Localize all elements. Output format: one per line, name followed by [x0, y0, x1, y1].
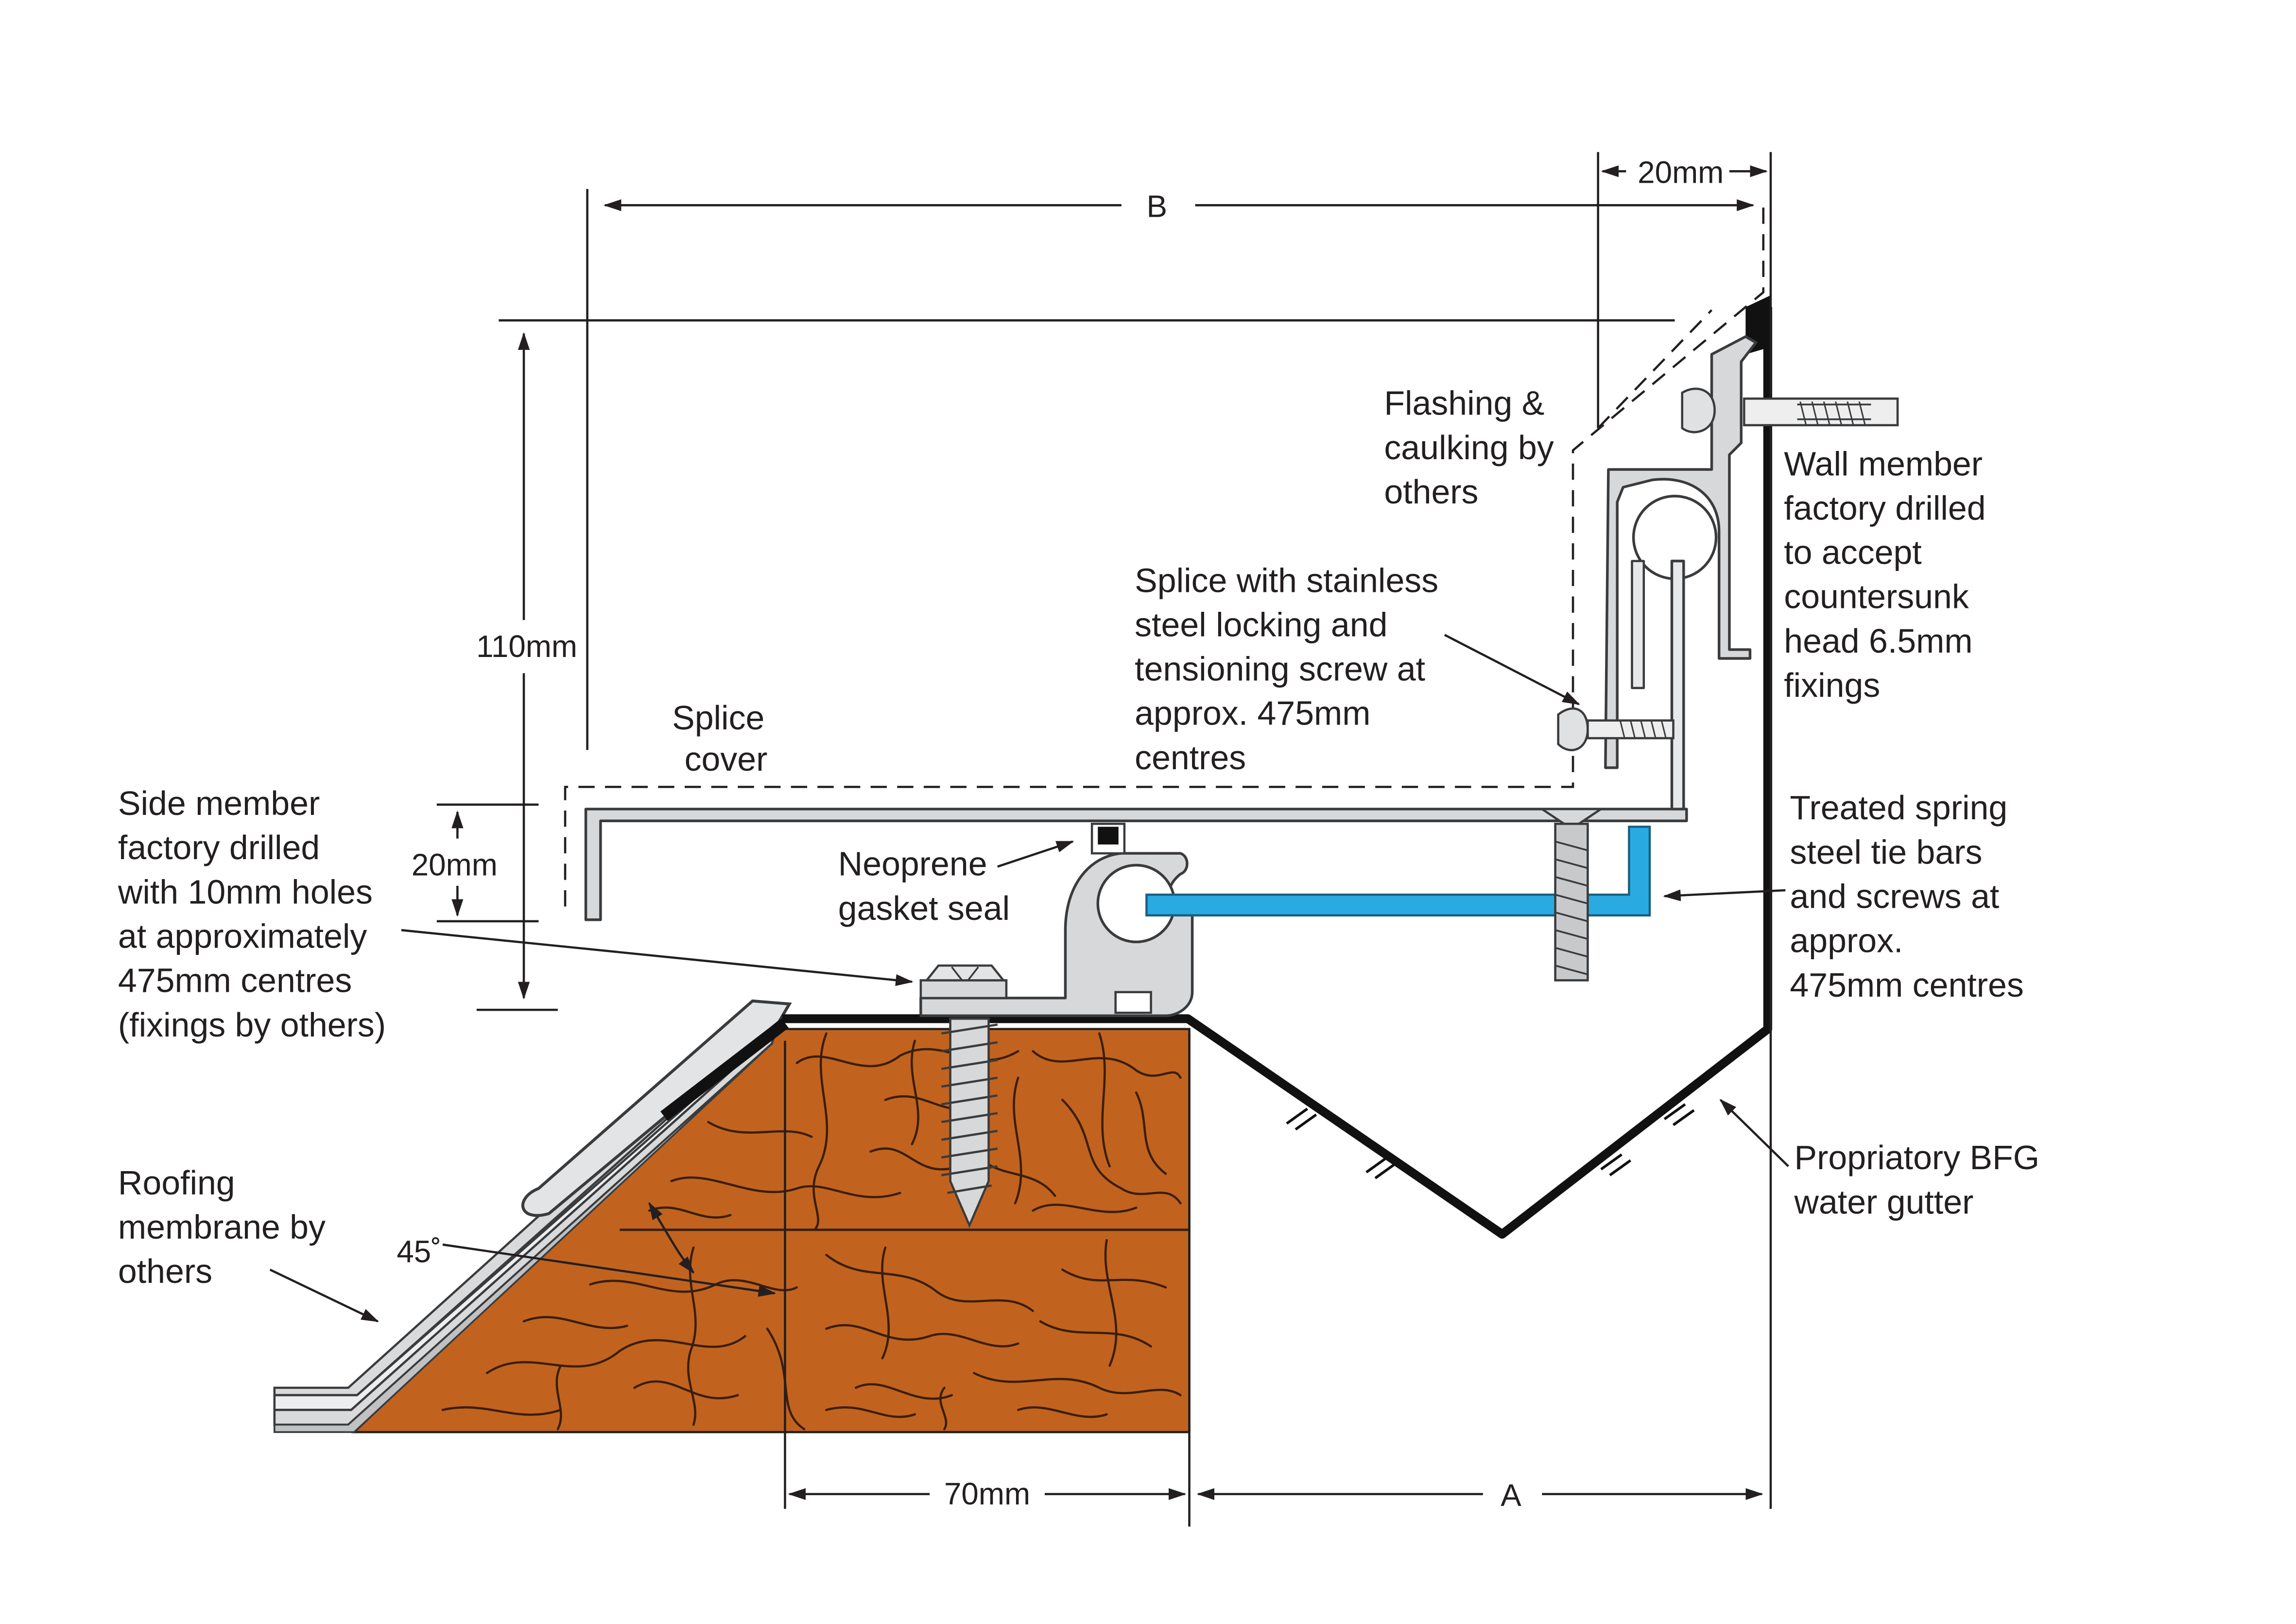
label-tie-bars: Treated spring steel tie bars and screws… — [1790, 789, 2023, 1004]
leader-lines — [269, 634, 1789, 1323]
dimension-20mm-side: 20mm — [412, 847, 498, 882]
label-neoprene-line: gasket seal — [838, 889, 1010, 927]
label-neoprene-line: Neoprene — [838, 845, 987, 883]
dimension-20mm-top: 20mm — [1638, 155, 1724, 190]
label-tie-bars-line: Treated spring — [1790, 789, 2007, 827]
label-splice-screw-line: centres — [1135, 739, 1246, 777]
dimension-lines — [436, 152, 1772, 1527]
label-wall-member-line: factory drilled — [1784, 489, 1985, 527]
label-gutter: Propriatory BFG water gutter — [1794, 1139, 2049, 1221]
label-flashing-line: caulking by — [1384, 429, 1554, 466]
label-wall-member-line: to accept — [1784, 534, 1921, 571]
dimension-b: B — [1146, 189, 1167, 224]
label-neoprene: Neoprene gasket seal — [838, 845, 1010, 927]
label-roofing-line: Roofing — [118, 1164, 235, 1202]
label-splice-screw-line: steel locking and — [1135, 605, 1387, 643]
label-wall-member-line: countersunk — [1784, 578, 1969, 616]
label-splice-cover-line: Splice — [672, 699, 764, 737]
water-gutter — [782, 295, 1772, 1239]
label-tie-bars-line: steel tie bars — [1790, 833, 1982, 871]
label-wall-member-line: fixings — [1784, 666, 1880, 704]
label-flashing-line: Flashing & — [1384, 384, 1544, 422]
label-gutter-line: Propriatory BFG — [1795, 1139, 2040, 1176]
label-tie-bars-line: and screws at — [1790, 877, 1999, 915]
label-tie-bars-line: 475mm centres — [1790, 966, 2023, 1004]
aluminium-profiles — [584, 335, 1899, 1228]
label-gutter-line: water gutter — [1794, 1183, 1974, 1221]
angle-45: 45˚ — [397, 1234, 441, 1269]
label-splice-cover-line: cover — [685, 740, 768, 778]
label-splice-screw: Splice with stainless steel locking and … — [1135, 561, 1448, 777]
label-side-member-line: at approximately — [118, 917, 367, 955]
timber-rafter — [351, 1028, 1191, 1434]
dimension-70mm: 70mm — [944, 1476, 1030, 1511]
label-wall-member-line: head 6.5mm — [1784, 622, 1972, 660]
label-splice-cover: Splice cover — [672, 699, 774, 778]
label-side-member-line: Side member — [118, 784, 320, 822]
label-side-member-line: with 10mm holes — [118, 873, 373, 911]
label-side-member-line: (fixings by others) — [118, 1006, 386, 1044]
label-tie-bars-line: approx. — [1790, 922, 1903, 960]
label-flashing: Flashing & caulking by others — [1384, 384, 1563, 511]
label-roofing-line: others — [118, 1252, 212, 1290]
label-side-member-line: factory drilled — [118, 829, 320, 866]
label-flashing-line: others — [1384, 473, 1478, 511]
label-side-member-line: 475mm centres — [118, 962, 352, 1000]
label-splice-screw-line: approx. 475mm — [1135, 694, 1370, 732]
label-splice-screw-line: tensioning screw at — [1135, 650, 1425, 688]
roofing-membrane — [273, 999, 792, 1433]
dashed-outlines — [564, 207, 1765, 907]
label-side-member: Side member factory drilled with 10mm ho… — [118, 784, 386, 1044]
label-roofing: Roofing membrane by others — [118, 1164, 335, 1290]
label-wall-member-line: Wall member — [1784, 445, 1983, 483]
label-splice-screw-line: Splice with stainless — [1135, 561, 1438, 599]
label-roofing-line: membrane by — [118, 1208, 326, 1246]
label-wall-member: Wall member factory drilled to accept co… — [1784, 445, 1995, 704]
dimension-a: A — [1501, 1478, 1521, 1513]
dimension-110mm: 110mm — [476, 629, 577, 664]
